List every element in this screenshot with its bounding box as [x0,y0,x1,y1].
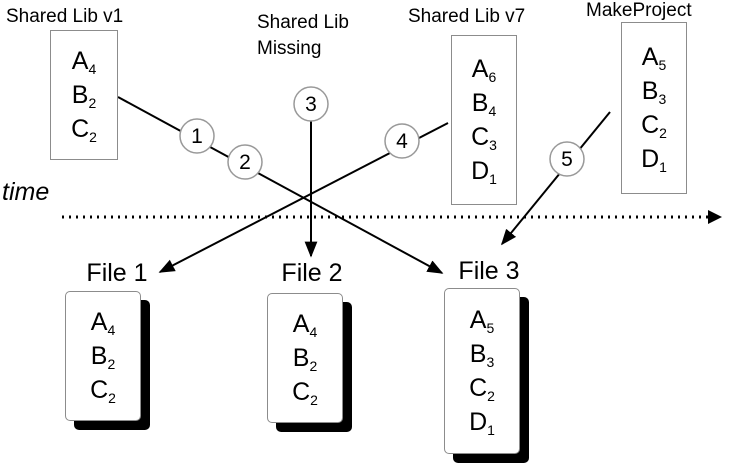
source-v7-item: D1 [471,157,497,187]
file3-title: File 3 [458,257,520,285]
source-make-item: B3 [641,77,667,107]
source-make-item: A5 [641,43,667,73]
source-title-missing-line1: Shared Lib [257,12,349,33]
svg-text:1: 1 [191,125,203,148]
svg-text:5: 5 [561,148,573,171]
svg-text:4: 4 [396,130,408,153]
file1-item: A4 [90,308,116,338]
source-box-makeproject: A5 B3 C2 D1 [621,22,687,194]
source-title-v7: Shared Lib v7 [408,6,526,27]
svg-text:2: 2 [239,151,251,174]
source-make-item: C2 [641,111,667,141]
svg-text:3: 3 [305,93,317,116]
source-title-missing-line2: Missing [257,38,322,59]
file3-item: A5 [469,306,495,336]
source-v7-item: A6 [471,55,497,85]
file2-box: A4 B2 C2 [267,293,343,423]
source-title-v1: Shared Lib v1 [6,6,124,27]
time-label: time [2,178,50,206]
source-box-v7: A6 B4 C3 D1 [451,35,517,205]
file1-title: File 1 [86,259,148,287]
link-make-to-file3 [500,111,611,246]
step-circle-4: 4 [384,123,420,159]
file3-box: A5 B3 C2 D1 [444,288,520,454]
file1-item: B2 [90,342,116,372]
source-title-makeproject: MakeProject [586,0,692,21]
step-circle-2: 2 [227,144,263,180]
step-circle-3: 3 [293,86,329,122]
source-title-missing: Shared Lib Missing [257,10,349,62]
source-v7-item: C3 [471,123,497,153]
source-box-v1: A4 B2 C2 [50,30,118,160]
step-circle-5: 5 [549,141,585,177]
file2-item: B2 [292,344,318,374]
link-v1-to-file3 [117,96,444,274]
source-v1-item: B2 [71,81,97,111]
file3-item: C2 [469,374,495,404]
source-v7-item: B4 [471,89,497,119]
source-v1-item: A4 [71,47,97,77]
source-make-item: D1 [641,145,667,175]
file1-box: A4 B2 C2 [65,291,141,421]
time-axis-arrowhead [708,210,722,224]
file2-item: A4 [292,310,318,340]
file3-item: D1 [469,408,495,438]
file3-item: B3 [469,340,495,370]
source-v1-item: C2 [71,115,97,145]
file2-title: File 2 [281,259,343,287]
step-circle-1: 1 [179,118,215,154]
file2-item: C2 [292,378,318,408]
file1-item: C2 [90,376,116,406]
